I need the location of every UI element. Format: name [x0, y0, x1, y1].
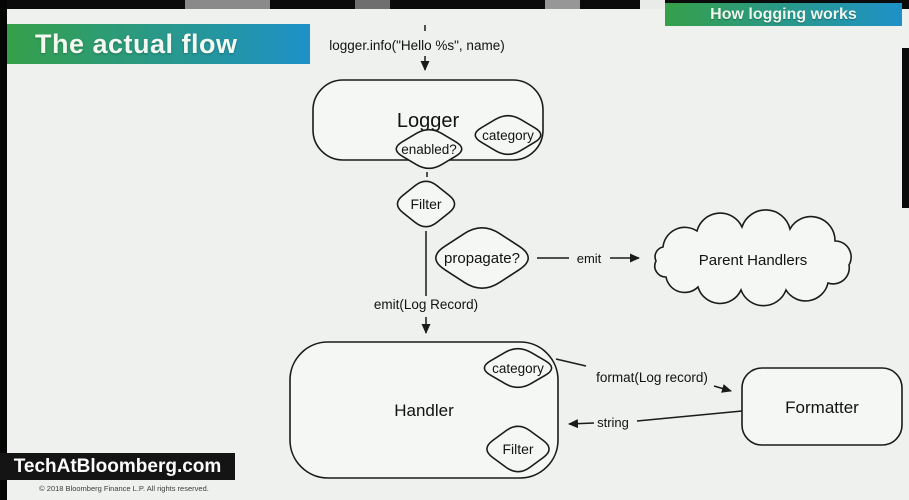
- string-label: string: [597, 415, 629, 430]
- section-banner: How logging works: [665, 3, 902, 26]
- filter-diamond: [396, 180, 456, 228]
- emit-label: emit: [577, 251, 602, 266]
- enabled-diamond: [395, 128, 463, 170]
- formatter-box: [741, 367, 903, 446]
- wire-string-right: [636, 410, 743, 422]
- enabled-label: enabled?: [401, 142, 457, 157]
- arrow-to-formatter: [713, 384, 732, 393]
- handler-label: Handler: [394, 401, 454, 420]
- arrow-string-to-handler: [568, 419, 595, 429]
- call-label: logger.info("Hello %s", name): [329, 38, 504, 53]
- copyright-text: © 2018 Bloomberg Finance L.P. All rights…: [39, 484, 209, 493]
- format-label: format(Log record): [596, 370, 708, 385]
- right-edge-bar: [902, 48, 909, 208]
- left-edge-bar: [0, 0, 7, 500]
- logger-category-diamond: [474, 114, 542, 156]
- parent-handlers-cloud: [654, 209, 852, 307]
- logger-category-label: category: [482, 128, 534, 143]
- top-strip-artifact: [355, 0, 390, 9]
- techatbloomberg-banner: TechAtBloomberg.com: [0, 453, 235, 480]
- top-strip: [0, 0, 909, 9]
- emit-record-label: emit(Log Record): [374, 297, 478, 312]
- formatter-label: Formatter: [785, 398, 859, 417]
- top-strip-artifact: [640, 0, 665, 9]
- filter-label: Filter: [410, 196, 441, 212]
- slide-title: The actual flow: [7, 24, 310, 64]
- wire-category-format: [555, 358, 587, 367]
- top-strip-artifact: [545, 0, 580, 9]
- top-strip-artifact: [185, 0, 270, 9]
- propagate-label: propagate?: [444, 250, 520, 267]
- logger-label: Logger: [397, 110, 460, 132]
- handler-filter-diamond: [486, 425, 550, 473]
- propagate-diamond: [435, 226, 529, 290]
- handler-category-label: category: [492, 361, 544, 376]
- parent-handlers-label: Parent Handlers: [699, 252, 807, 269]
- handler-category-diamond: [483, 347, 553, 389]
- handler-filter-label: Filter: [502, 441, 533, 457]
